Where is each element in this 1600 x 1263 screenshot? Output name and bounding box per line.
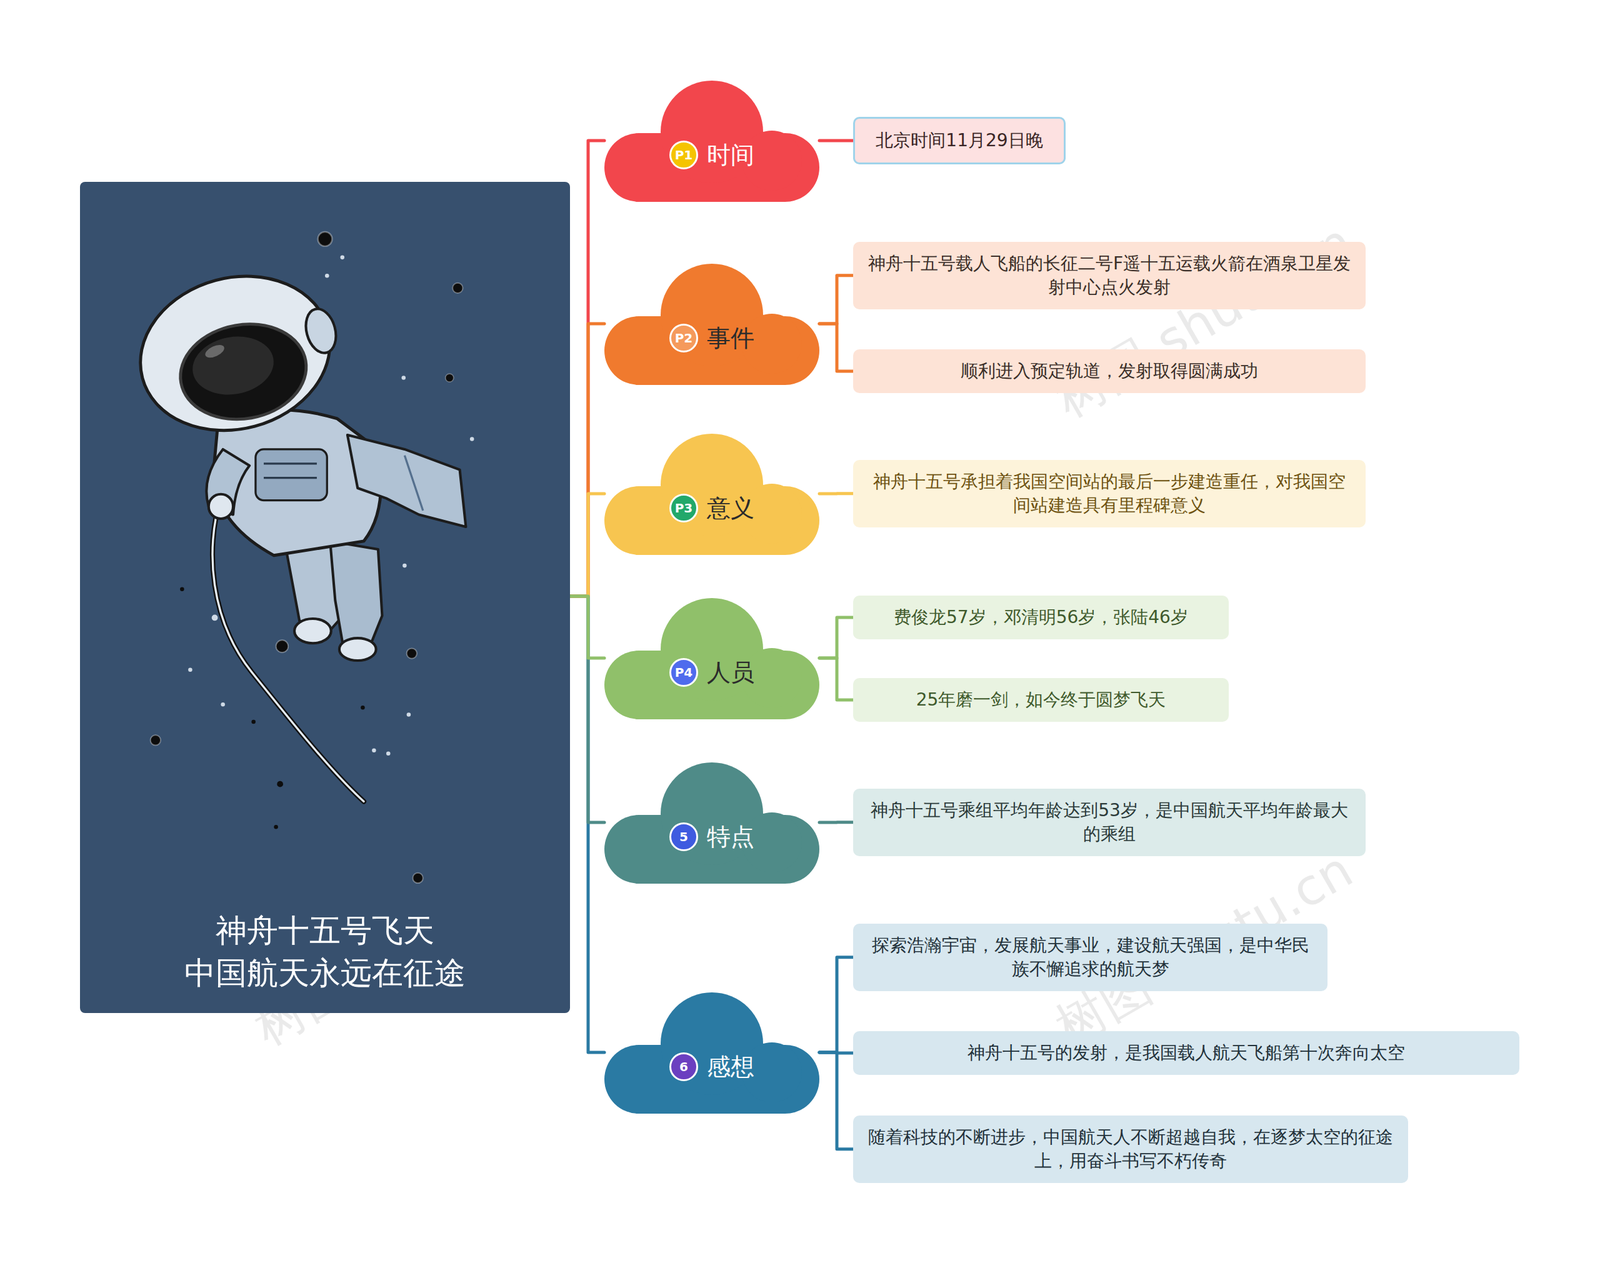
topic-cloud: P4人员 xyxy=(604,596,820,720)
connector xyxy=(819,1052,854,1150)
detail-text: 北京时间11月29日晚 xyxy=(868,128,1050,153)
root-panel: 神舟十五号飞天 中国航天永远在征途 xyxy=(80,181,570,1014)
detail-text: 神舟十五号载人飞船的长征二号F遥十五运载火箭在酒泉卫星发射中心点火发射 xyxy=(866,251,1352,300)
cloud-content: P3意义 xyxy=(604,491,820,525)
detail-text: 神舟十五号乘组平均年龄达到53岁，是中国航天平均年龄最大的乘组 xyxy=(866,798,1352,847)
cloud-content: P4人员 xyxy=(604,655,820,690)
detail-text: 费俊龙57岁，邓清明56岁，张陆46岁 xyxy=(866,605,1215,630)
detail-text: 神舟十五号的发射，是我国载人航天飞船第十次奔向太空 xyxy=(866,1041,1506,1065)
title-text: 神舟十五号飞天 中国航天永远在征途 xyxy=(80,910,570,995)
connector xyxy=(819,617,854,659)
detail-box: 费俊龙57岁，邓清明56岁，张陆46岁 xyxy=(853,595,1229,640)
topic-label: 感想 xyxy=(706,1051,755,1084)
cloud-content: P2事件 xyxy=(604,321,820,355)
badge-number: 6 xyxy=(669,1052,699,1082)
cloud-content: 6感想 xyxy=(604,1050,820,1084)
detail-box: 探索浩瀚宇宙，发展航天事业，建设航天强国，是中华民族不懈追求的航天梦 xyxy=(853,923,1328,992)
badge-number: P1 xyxy=(669,140,699,170)
connector xyxy=(819,275,854,324)
cloud-shape xyxy=(604,79,820,202)
connector xyxy=(570,323,605,597)
topic-cloud: P3意义 xyxy=(604,432,820,555)
detail-text: 随着科技的不断进步，中国航天人不断超越自我，在逐梦太空的征途上，用奋斗书写不朽传… xyxy=(866,1125,1395,1174)
cloud-content: 5特点 xyxy=(604,820,820,854)
cloud-shape xyxy=(604,596,820,720)
badge-number: P3 xyxy=(669,493,699,523)
cloud-shape xyxy=(604,761,820,884)
topic-label: 时间 xyxy=(706,139,755,172)
topic-cloud: P2事件 xyxy=(604,262,820,385)
connector xyxy=(819,491,854,495)
cloud-content: P1时间 xyxy=(604,138,820,172)
detail-text: 顺利进入预定轨道，发射取得圆满成功 xyxy=(866,359,1352,384)
topic-cloud: P1时间 xyxy=(604,79,820,202)
connector xyxy=(819,323,854,372)
badge-number: 5 xyxy=(669,822,699,852)
detail-box: 随着科技的不断进步，中国航天人不断超越自我，在逐梦太空的征途上，用奋斗书写不朽传… xyxy=(853,1115,1409,1184)
connector xyxy=(819,138,854,142)
topic-label: 意义 xyxy=(706,492,755,525)
connector xyxy=(819,957,854,1053)
detail-box: 25年磨一剑，如今终于圆梦飞天 xyxy=(853,678,1229,722)
topic-cloud: 6感想 xyxy=(604,991,820,1114)
detail-box: 北京时间11月29日晚 xyxy=(853,116,1066,165)
connector xyxy=(570,596,605,659)
topic-label: 人员 xyxy=(706,656,755,689)
cloud-shape xyxy=(604,432,820,555)
badge-number: P2 xyxy=(669,323,699,353)
detail-box: 神舟十五号承担着我国空间站的最后一步建造重任，对我国空间站建造具有里程碑意义 xyxy=(853,460,1366,528)
detail-text: 神舟十五号承担着我国空间站的最后一步建造重任，对我国空间站建造具有里程碑意义 xyxy=(866,470,1352,518)
topic-label: 事件 xyxy=(706,322,755,355)
connector xyxy=(570,140,605,597)
detail-box: 神舟十五号的发射，是我国载人航天飞船第十次奔向太空 xyxy=(853,1031,1520,1075)
connector xyxy=(570,596,605,823)
badge-number: P4 xyxy=(669,658,699,687)
cloud-shape xyxy=(604,991,820,1114)
detail-text: 25年磨一剑，如今终于圆梦飞天 xyxy=(866,688,1215,712)
connector xyxy=(570,493,605,597)
detail-box: 神舟十五号载人飞船的长征二号F遥十五运载火箭在酒泉卫星发射中心点火发射 xyxy=(853,241,1366,310)
connector xyxy=(570,596,605,1053)
detail-box: 顺利进入预定轨道，发射取得圆满成功 xyxy=(853,349,1366,394)
topic-cloud: 5特点 xyxy=(604,761,820,884)
connector xyxy=(819,1051,854,1055)
cloud-shape xyxy=(604,262,820,385)
detail-text: 探索浩瀚宇宙，发展航天事业，建设航天强国，是中华民族不懈追求的航天梦 xyxy=(866,933,1314,982)
astronaut-illustration xyxy=(80,181,570,1014)
connector xyxy=(819,658,854,700)
topic-label: 特点 xyxy=(706,821,755,854)
connector xyxy=(819,820,854,824)
detail-box: 神舟十五号乘组平均年龄达到53岁，是中国航天平均年龄最大的乘组 xyxy=(853,788,1366,857)
